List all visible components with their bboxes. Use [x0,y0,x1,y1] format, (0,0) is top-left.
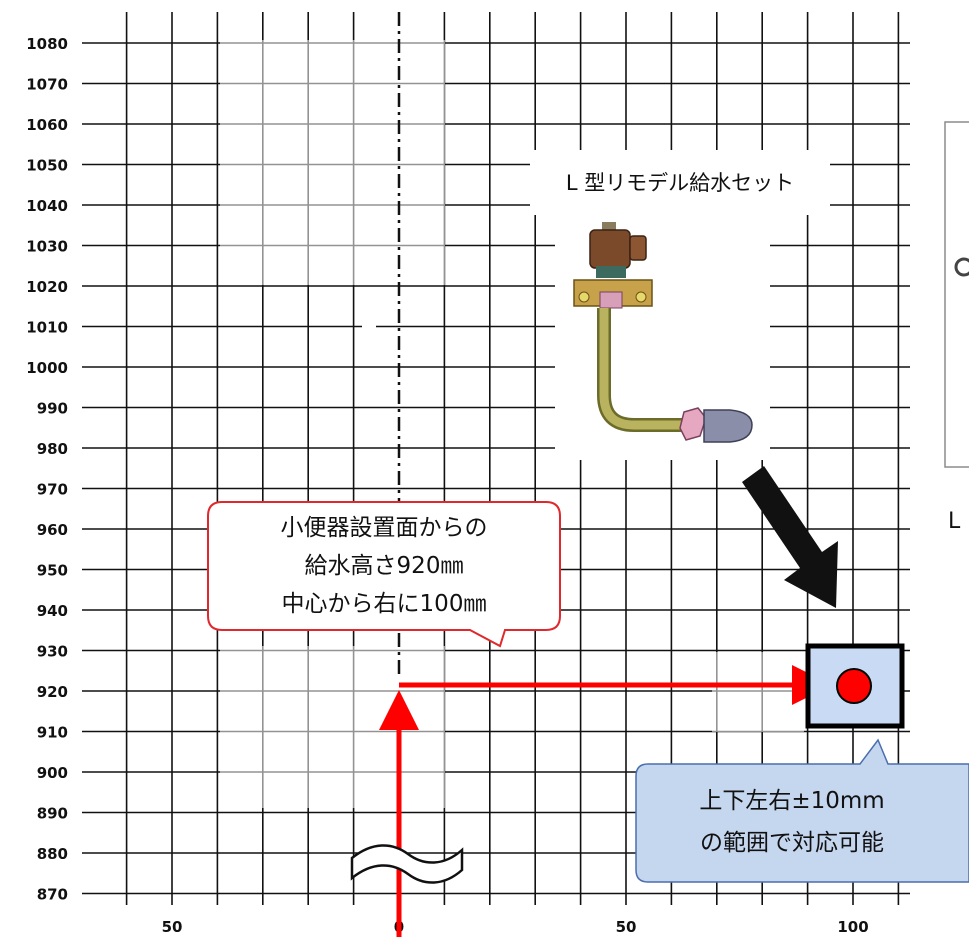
y-tick-label: 910 [37,724,68,742]
product-panel: L 型リモデル給水セット [530,150,830,460]
y-tick-label: 980 [37,440,68,458]
y-tick-label: 1070 [26,76,68,94]
center-gap [362,320,376,364]
tolerance-line-1: 上下左右±10mm [699,788,884,814]
y-tick-label: 960 [37,521,68,539]
break-symbol [350,844,464,884]
y-tick-label: 930 [37,643,68,661]
y-tick-label: 920 [37,683,68,701]
y-tick-label: 880 [37,845,68,863]
target-point [836,668,872,704]
y-tick-label: 890 [37,805,68,823]
y-tick-label: 900 [37,764,68,782]
pointer-arrow [742,466,838,608]
y-tick-label: 940 [37,602,68,620]
y-tick-label: 1020 [26,278,68,296]
tolerance-line-2: の範囲で対応可能 [700,830,884,856]
tolerance-callout: 上下左右±10mm の範囲で対応可能 [635,738,969,883]
x-tick-label: 50 [162,918,183,936]
partial-panel-label: L [948,509,961,534]
y-tick-label: 870 [37,886,68,904]
y-tick-label: 950 [37,562,68,580]
main-callout: 小便器設置面からの 給水高さ920㎜ 中心から右に100㎜ [207,501,561,648]
y-tick-label: 1000 [26,359,68,377]
supply-set-illustration [573,222,753,443]
x-tick-label: 100 [837,918,868,936]
y-tick-label: 1080 [26,35,68,53]
y-tick-label: 1050 [26,157,68,175]
y-axis-labels: 1080 1070 1060 1050 1040 1030 1020 1010 1000 990 9… [26,35,68,904]
y-tick-label: 1040 [26,197,68,215]
product-title: L 型リモデル給水セット [566,171,794,195]
y-tick-label: 1010 [26,319,68,337]
callout-line-2: 給水高さ920㎜ [305,553,464,579]
partial-panel: L [944,121,969,534]
y-tick-label: 970 [37,481,68,499]
x-tick-label: 50 [616,918,637,936]
y-tick-label: 990 [37,400,68,418]
callout-line-3: 中心から右に100㎜ [282,591,487,617]
callout-line-1: 小便器設置面からの [281,515,488,541]
y-tick-label: 1030 [26,238,68,256]
y-tick-label: 1060 [26,116,68,134]
x-axis-labels: 50050100 [162,918,869,936]
